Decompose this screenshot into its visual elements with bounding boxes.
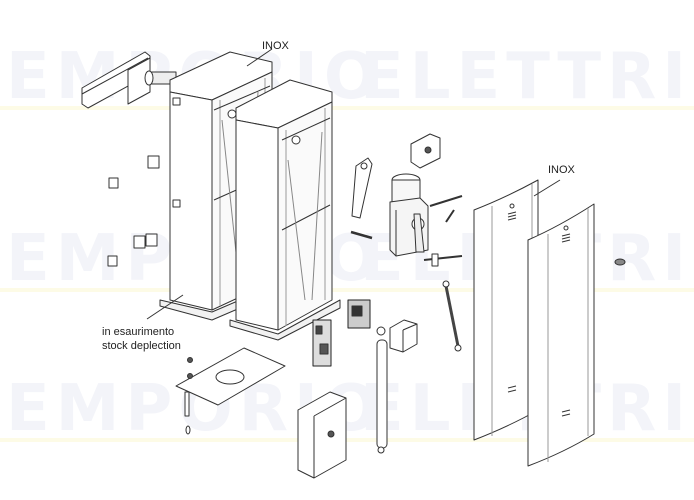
transformer — [390, 320, 417, 352]
inox-right-leader — [534, 180, 560, 196]
anchor-bolt — [185, 392, 190, 434]
door-panels-stainless — [474, 180, 594, 466]
boom-mounting-bracket — [82, 52, 176, 108]
deprecated-leader — [147, 295, 183, 319]
encoder-board — [348, 300, 370, 328]
limit-switch-bracket — [411, 134, 440, 168]
control-box — [298, 392, 346, 478]
deprecated-label-en: stock deplection — [102, 340, 181, 352]
cover-plugs — [108, 156, 159, 266]
watermark-underline — [0, 438, 694, 442]
gearmotor — [390, 174, 462, 266]
inox-label-right: INOX — [548, 164, 575, 176]
spacer-nut — [615, 259, 625, 265]
inox-label-top: INOX — [262, 40, 289, 52]
balancing-spring-rod — [377, 327, 387, 453]
watermark-row-1: EMPORIO ELETTRICO — [0, 40, 694, 114]
control-board — [313, 320, 331, 366]
cabinet-housing-painted — [230, 80, 340, 340]
foundation-plate — [176, 348, 285, 405]
watermark-underline — [0, 106, 694, 110]
inox-top-leader — [247, 49, 272, 66]
release-lever — [351, 232, 372, 238]
transmission-lever — [352, 158, 372, 218]
watermark-word-right: ELETTRICO — [360, 40, 694, 114]
connecting-rod — [443, 281, 461, 351]
deprecated-label-it: in esaurimento — [102, 326, 175, 338]
watermark-underline — [0, 288, 694, 292]
